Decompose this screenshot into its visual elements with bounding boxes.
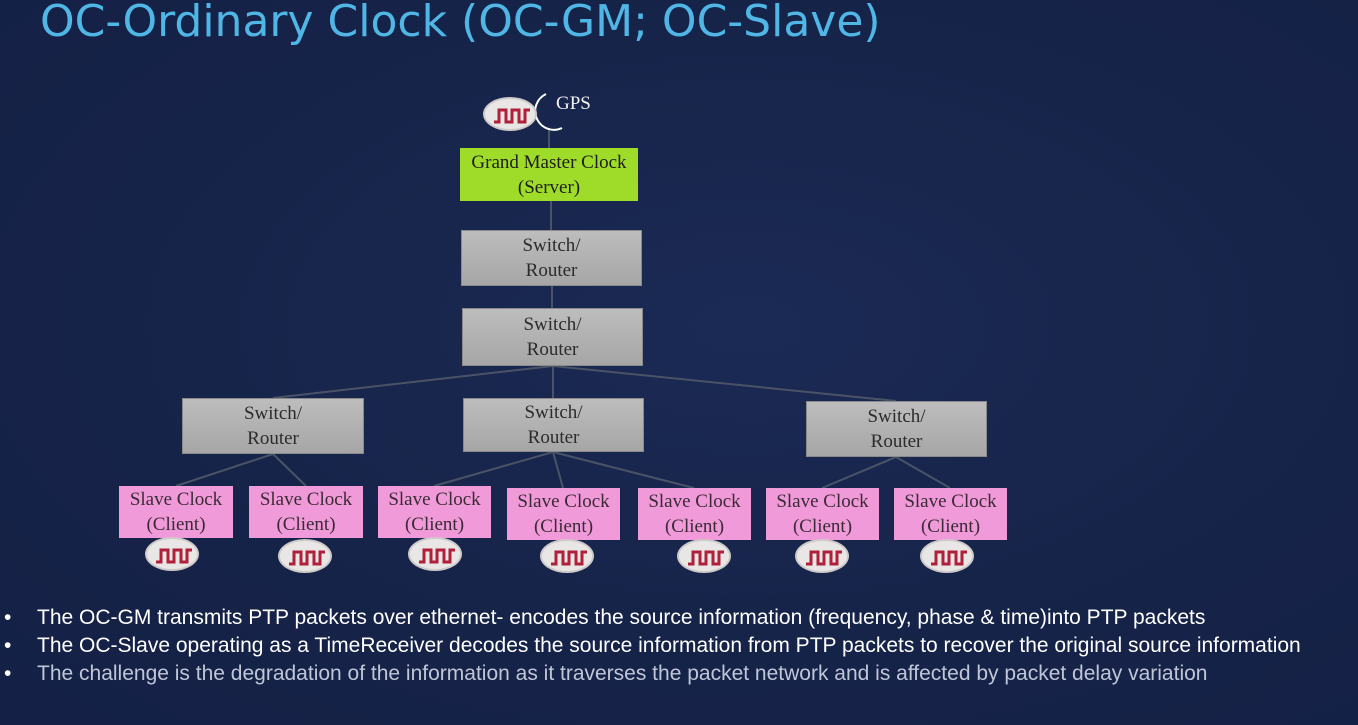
connector-lines (175, 93, 951, 489)
slave-title: Slave Clock (904, 491, 997, 512)
slave-clock-box: Slave Clock (Client) (894, 488, 1007, 540)
router-label: Router (527, 427, 580, 448)
slave-title: Slave Clock (129, 489, 223, 510)
bullet-item: The challenge is the degradation of the … (0, 660, 1358, 688)
square-wave-oscillator-icon (408, 537, 462, 571)
slave-clock-box: Slave Clock (Client) (638, 488, 751, 540)
slave-clock-box: Slave Clock (Client) (119, 486, 233, 538)
slave-title: Slave Clock (648, 491, 741, 512)
slave-clock-box: Slave Clock (Client) (766, 488, 879, 540)
switch-router-box: Switch/ Router (461, 230, 642, 286)
clock-topology-diagram: GPS Grand Master Clock (Server) Switch/ … (119, 93, 1007, 573)
square-wave-oscillator-icon (145, 537, 199, 571)
slave-role: (Client) (920, 516, 981, 537)
link-mid-slave3 (433, 451, 554, 487)
slave-clock-box: Slave Clock (Client) (507, 488, 620, 540)
router-label: Router (525, 260, 578, 281)
slave-title: Slave Clock (388, 489, 481, 510)
slide-title: OC-Ordinary Clock (OC-GM; OC-Slave) (40, 0, 881, 47)
link-core-right (552, 365, 897, 402)
slave-title: Slave Clock (259, 489, 353, 510)
gps-label: GPS (556, 93, 591, 114)
router-label: Router (247, 428, 299, 449)
slave-title: Slave Clock (776, 491, 869, 512)
slave-role: (Client) (533, 516, 594, 537)
link-mid-slave4 (552, 451, 564, 489)
bullet-item: The OC-Slave operating as a TimeReceiver… (0, 632, 1358, 660)
switch-router-box: Switch/ Router (462, 308, 643, 366)
switch-router-box: Switch/ Router (806, 401, 987, 457)
slave-role: (Client) (276, 514, 336, 535)
slave-role: (Client) (146, 514, 206, 535)
bullet-list: The OC-GM transmits PTP packets over eth… (0, 604, 1358, 688)
square-wave-oscillator-icon (278, 539, 332, 573)
grandmaster-title: Grand Master Clock (471, 151, 627, 173)
switch-label: Switch/ (867, 406, 926, 427)
link-mid-slave5 (552, 451, 695, 489)
square-wave-oscillator-icon (920, 539, 974, 573)
bullet-item: The OC-GM transmits PTP packets over eth… (0, 604, 1358, 632)
switch-router-box: Switch/ Router (463, 398, 644, 452)
link-left-slave1 (175, 453, 274, 487)
square-wave-oscillator-icon (795, 539, 849, 573)
router-label: Router (870, 431, 923, 452)
gps-antenna-icon (534, 93, 563, 131)
link-left-slave2 (272, 453, 307, 487)
slave-clock-box: Slave Clock (Client) (249, 486, 363, 538)
grandmaster-clock-box: Grand Master Clock (Server) (460, 148, 638, 201)
switch-label: Switch/ (523, 314, 582, 335)
link-right-slave6 (821, 456, 897, 489)
square-wave-oscillator-icon (540, 539, 594, 573)
slave-role: (Client) (792, 516, 853, 537)
slave-role: (Client) (664, 516, 725, 537)
square-wave-oscillator-icon (677, 539, 731, 573)
slave-title: Slave Clock (517, 491, 610, 512)
switch-label: Switch/ (524, 402, 583, 423)
switch-label: Switch/ (243, 403, 303, 424)
link-core-left (272, 365, 554, 399)
router-label: Router (526, 339, 579, 360)
slave-role: (Client) (404, 514, 465, 535)
link-right-slave7 (895, 456, 951, 489)
slave-clock-box: Slave Clock (Client) (378, 486, 491, 538)
grandmaster-role: (Server) (517, 176, 581, 198)
square-wave-oscillator-icon (483, 97, 537, 131)
switch-label: Switch/ (522, 235, 581, 256)
switch-router-box: Switch/ Router (182, 398, 364, 454)
